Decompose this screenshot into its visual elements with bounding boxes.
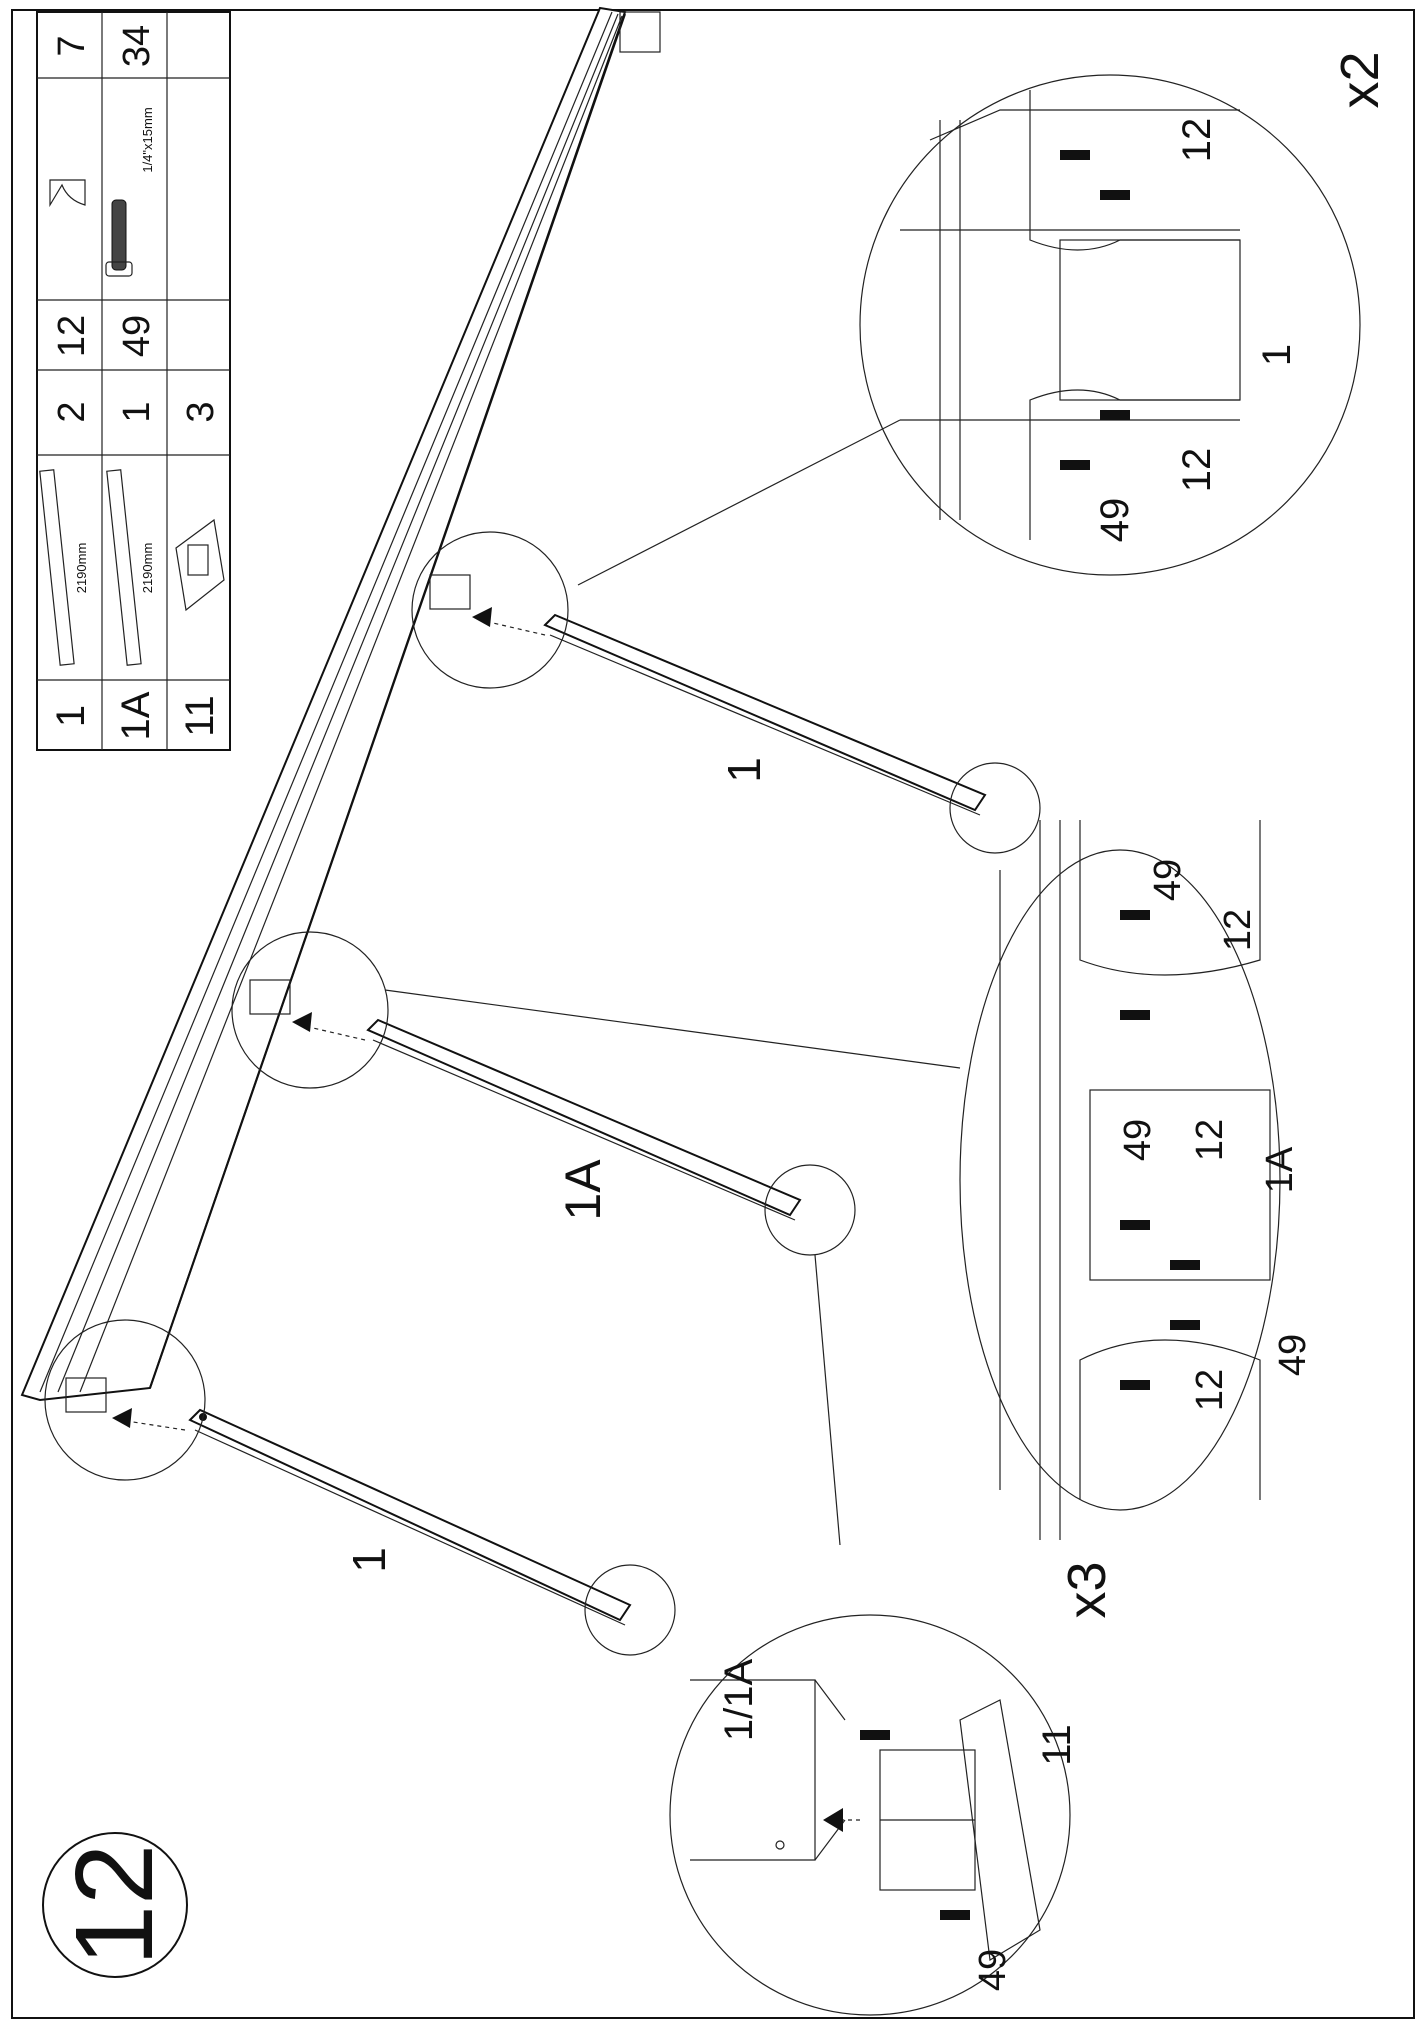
table-part-spec: 2190mm xyxy=(74,543,89,594)
detail-center-bolt-b: 49 xyxy=(1117,1119,1159,1161)
callout-circle xyxy=(764,1164,856,1256)
detail-bottom: x3 1/1A 11 49 xyxy=(669,1561,1117,2016)
detail-right-bracket-a: 12 xyxy=(1175,118,1219,163)
detail-bottom-base: 11 xyxy=(1035,1724,1079,1766)
table-part-spec: 1/4"x15mm xyxy=(140,107,155,172)
callout-circle xyxy=(44,1319,206,1481)
tube-icon xyxy=(106,469,142,666)
table-part-qty: 7 xyxy=(51,35,93,56)
detail-center-bolt-a: 49 xyxy=(1147,859,1189,901)
detail-center: 49 12 49 12 1A 12 49 xyxy=(959,820,1314,1540)
table-part-spec: 2190mm xyxy=(140,543,155,594)
leg-right xyxy=(543,613,987,816)
tube-icon xyxy=(39,469,75,666)
table-part-id: 1 xyxy=(49,705,93,727)
arrow-icon xyxy=(472,607,546,636)
arrow-icon xyxy=(823,1808,860,1832)
detail-right: x2 12 1 12 49 xyxy=(859,51,1390,576)
detail-right-multiplier: x2 xyxy=(1330,51,1390,108)
detail-center-bracket-a: 12 xyxy=(1217,909,1259,951)
leg-center xyxy=(366,1018,802,1221)
bolt-icon xyxy=(105,199,133,277)
table-part-id: 49 xyxy=(116,315,158,357)
table-part-id: 12 xyxy=(51,315,93,357)
detail-center-bracket-c: 12 xyxy=(1189,1369,1231,1411)
top-frame-beam xyxy=(20,6,661,1402)
leg-label-left: 1 xyxy=(343,1547,395,1573)
arrow-icon xyxy=(112,1408,186,1431)
table-part-qty: 2 xyxy=(51,401,93,422)
detail-right-bracket-b: 12 xyxy=(1175,448,1219,493)
detail-right-bolt: 49 xyxy=(1093,498,1137,543)
bolt-icon xyxy=(860,1730,970,1920)
table-part-qty: 34 xyxy=(116,25,158,67)
detail-bottom-post: 1/1A xyxy=(717,1659,761,1742)
leg-left xyxy=(188,1408,632,1626)
table-part-qty: 3 xyxy=(180,401,222,422)
bracket-icon xyxy=(49,179,86,208)
base-plate-icon xyxy=(175,518,225,612)
step-badge: 12 xyxy=(42,1832,188,1978)
arrow-icon xyxy=(292,1012,366,1041)
parts-table: 1 2190mm 2 1A 2190mm 1 11 3 12 7 1/4"x15… xyxy=(36,11,231,751)
bolt-icon xyxy=(1120,910,1200,1390)
callout-circle xyxy=(584,1564,676,1656)
table-part-qty: 1 xyxy=(116,401,158,422)
callout-circle xyxy=(411,531,569,689)
detail-center-bolt-c: 49 xyxy=(1272,1334,1314,1376)
bolt-icon xyxy=(1060,150,1130,470)
detail-bottom-multiplier: x3 xyxy=(1057,1561,1117,1618)
detail-center-post: 1A xyxy=(1259,1146,1301,1193)
page-border xyxy=(11,9,1415,2019)
leg-label-center: 1A xyxy=(555,1159,611,1221)
detail-right-post: 1 xyxy=(1255,344,1299,366)
detail-bottom-bolt: 49 xyxy=(972,1949,1014,1991)
table-part-id: 11 xyxy=(178,695,222,737)
step-number: 12 xyxy=(53,1844,176,1966)
callout-circle xyxy=(949,762,1041,854)
table-part-id: 1A xyxy=(114,691,158,740)
detail-center-bracket-b: 12 xyxy=(1189,1119,1231,1161)
leg-label-right: 1 xyxy=(718,757,770,783)
callout-circle xyxy=(231,931,389,1089)
